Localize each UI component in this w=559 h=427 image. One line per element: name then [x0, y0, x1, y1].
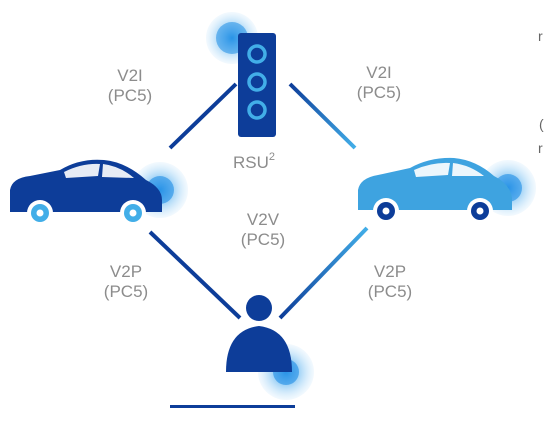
label-v2v-name: V2V [246, 210, 280, 229]
edge-fragment-2: ( [539, 116, 544, 132]
label-v2i-right: V2I (PC5) [344, 63, 414, 103]
car-icon [358, 157, 512, 224]
label-v2i-left: V2I (PC5) [95, 66, 165, 106]
label-v2v: V2V (PC5) [225, 210, 301, 250]
label-v2p-left-interface: (PC5) [103, 282, 149, 301]
rsu-label: RSU2 [233, 151, 275, 172]
link-v2i-right [288, 82, 357, 150]
label-v2i-left-name: V2I [117, 66, 143, 85]
label-v2i-right-interface: (PC5) [356, 83, 402, 102]
label-v2p-left-name: V2P [109, 262, 143, 281]
edge-fragment-1: r [538, 28, 543, 44]
label-v2p-right-interface: (PC5) [367, 282, 413, 301]
vehicle-left-node [10, 159, 188, 226]
edge-fragment-3: r [538, 140, 543, 156]
label-v2p-left: V2P (PC5) [91, 262, 161, 302]
label-v2i-right-name: V2I [366, 63, 392, 82]
rsu-node [206, 12, 276, 137]
link-v2p-left [148, 230, 242, 320]
link-v2p-right [278, 226, 369, 320]
label-v2p-right: V2P (PC5) [355, 262, 425, 302]
vehicle-right-node [358, 157, 536, 224]
rsu-superscript: 2 [269, 151, 275, 163]
label-v2v-interface: (PC5) [240, 230, 286, 249]
label-v2i-left-interface: (PC5) [107, 86, 153, 105]
traffic-light-icon [238, 33, 276, 137]
pedestrian-node [170, 295, 314, 408]
label-v2p-right-name: V2P [373, 262, 407, 281]
link-v2i-left [168, 82, 238, 150]
person-icon [226, 295, 292, 372]
car-icon [10, 159, 162, 226]
